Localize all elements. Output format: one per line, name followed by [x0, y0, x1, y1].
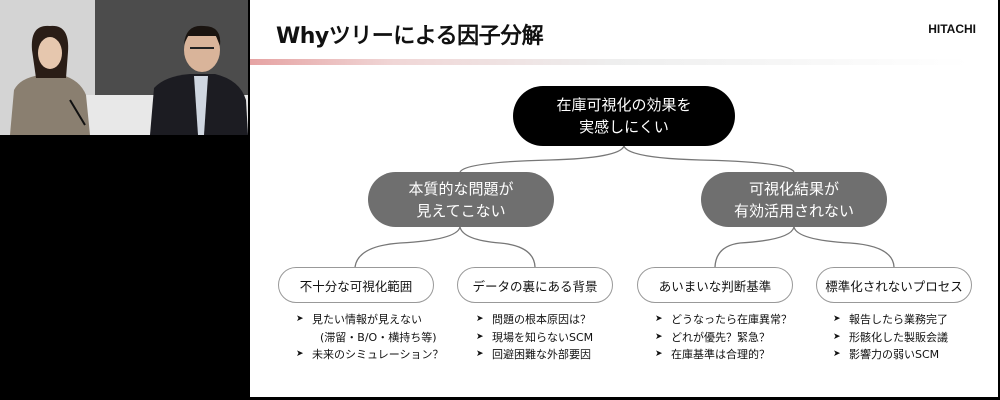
arrow-bullet-icon: ➤: [655, 331, 663, 342]
arrow-bullet-icon: ➤: [296, 349, 304, 359]
slide-title: Whyツリーによる因子分解: [276, 24, 544, 49]
bullet-item: ➤ 形骸化した製販会議: [833, 329, 948, 347]
arrow-bullet-icon: ➤: [833, 349, 841, 359]
connector-left-leaf1: [354, 226, 461, 268]
tree-connectors: [354, 145, 895, 268]
bullet-item: ➤ 影響力の弱いSCM: [833, 346, 948, 364]
bullet-item: (滞留・B/O・横持ち等): [296, 329, 444, 347]
bullet-text: どうなったら在庫異常？: [671, 313, 792, 326]
leaf-node: 不十分な可視化範囲: [278, 267, 434, 303]
bullet-text: 影響力の弱いSCM: [849, 348, 940, 361]
branch-line-2: 見えてこない: [416, 201, 506, 220]
arrow-bullet-icon: ➤: [476, 314, 484, 324]
leaf-node: 標準化されないプロセス: [816, 267, 972, 303]
arrow-bullet-icon: ➤: [833, 331, 841, 342]
connector-right-leaf4: [793, 226, 895, 268]
arrow-bullet-icon: ➤: [655, 314, 663, 324]
branch-line-1: 本質的な問題が: [408, 179, 514, 198]
bullet-text: 現場を知らないSCM: [492, 330, 594, 344]
root-node: 在庫可視化の効果を実感しにくい: [513, 86, 735, 146]
bullet-text: 在庫基準は合理的？: [671, 348, 770, 361]
root-line-2: 実感しにくい: [579, 118, 669, 136]
bullet-text: 未来のシミュレーション？: [312, 348, 444, 361]
speakers-image: [0, 0, 248, 135]
bullet-text: 問題の根本原因は？: [492, 313, 591, 326]
bullet-text: 報告したら業務完了: [849, 313, 948, 326]
bullet-item: ➤ どうなったら在庫異常？: [655, 311, 792, 329]
bullet-list: ➤ 見たい情報が見えない (滞留・B/O・横持ち等) ➤ 未来のシミュレーション？: [296, 311, 444, 364]
connector-root-right: [623, 145, 795, 173]
root-line-1: 在庫可視化の効果を: [556, 96, 692, 114]
branch-node-left: 本質的な問題が見えてこない: [368, 172, 554, 227]
bullet-list: ➤ 問題の根本原因は？ ➤ 現場を知らないSCM ➤ 回避困難な外部要因: [476, 311, 593, 364]
hitachi-logo: HITACHI: [928, 22, 976, 36]
bullet-item: ➤ 見たい情報が見えない: [296, 311, 444, 329]
arrow-bullet-icon: ➤: [655, 349, 663, 359]
leaf-node: データの裏にある背景: [457, 267, 613, 303]
title-divider: [250, 59, 970, 65]
bullet-text: 回避困難な外部要因: [492, 348, 591, 361]
bullet-item: ➤ 現場を知らないSCM: [476, 329, 593, 347]
bullet-list: ➤ どうなったら在庫異常？ ➤ どれが優先？緊急？ ➤ 在庫基準は合理的？: [655, 311, 792, 364]
bullet-item: ➤ 在庫基準は合理的？: [655, 346, 792, 364]
bullet-list: ➤ 報告したら業務完了 ➤ 形骸化した製販会議 ➤ 影響力の弱いSCM: [833, 311, 948, 364]
arrow-bullet-icon: ➤: [833, 314, 841, 324]
connector-right-leaf3: [714, 226, 795, 268]
bullet-item: ➤ 未来のシミュレーション？: [296, 346, 444, 364]
presentation-slide: Whyツリーによる因子分解 HITACHI 在庫可視化の効果を実感しにくい 本質…: [250, 0, 998, 397]
arrow-bullet-icon: ➤: [296, 314, 304, 324]
branch-line-2: 有効活用されない: [733, 201, 854, 220]
leaf-node: あいまいな判断基準: [637, 267, 793, 303]
bullet-text: 形骸化した製販会議: [849, 330, 948, 344]
bullet-item: ➤ 回避困難な外部要因: [476, 346, 593, 364]
branch-node-right: 可視化結果が有効活用されない: [701, 172, 887, 227]
bullet-text: どれが優先？緊急？: [671, 330, 770, 344]
connector-left-leaf2: [459, 226, 536, 268]
connector-root-left: [459, 145, 625, 173]
bullet-text: (滞留・B/O・横持ち等): [320, 330, 437, 344]
bullet-item: ➤ 報告したら業務完了: [833, 311, 948, 329]
speaker-video-feed: [0, 0, 248, 135]
arrow-bullet-icon: ➤: [476, 331, 484, 342]
bullet-item: ➤ 問題の根本原因は？: [476, 311, 593, 329]
branch-line-1: 可視化結果が: [748, 179, 839, 198]
bullet-text: 見たい情報が見えない: [312, 313, 422, 326]
arrow-bullet-icon: ➤: [476, 349, 484, 359]
bullet-item: ➤ どれが優先？緊急？: [655, 329, 792, 347]
